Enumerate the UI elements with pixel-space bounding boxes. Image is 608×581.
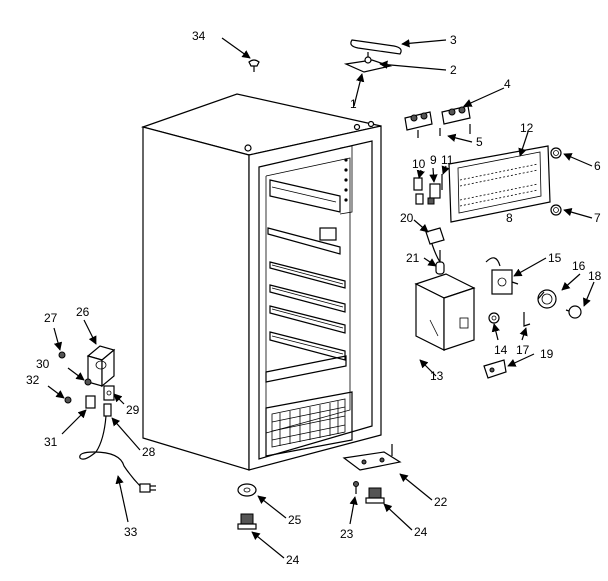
label-part-9: 9: [430, 153, 437, 167]
part-29: [103, 385, 115, 401]
bottom-hinge-22: [342, 444, 402, 471]
part-28: [103, 403, 112, 417]
label-part-13: 13: [430, 369, 444, 383]
label-part-4: 4: [504, 77, 511, 91]
power-cord-33: [79, 415, 156, 493]
label-part-3: 3: [450, 33, 457, 47]
thermostat-15: [485, 257, 519, 295]
label-part-19: 19: [540, 347, 554, 361]
leader-arrows: [47, 37, 595, 559]
knob-7: [550, 204, 562, 216]
label-part-23: 23: [340, 527, 354, 541]
label-part-14: 14: [494, 343, 508, 357]
panel-fins: [459, 163, 539, 207]
label-part-24-left: 24: [286, 553, 300, 567]
refrigerator-cabinet: [140, 93, 382, 471]
label-part-28: 28: [142, 445, 156, 459]
screw-34: [248, 59, 260, 72]
label-part-16: 16: [572, 259, 586, 273]
label-part-17: 17: [516, 343, 530, 357]
label-part-1: 1: [350, 97, 357, 111]
label-part-8: 8: [506, 211, 513, 225]
part-number-labels: 3 2 1 34 4 5 12 6 7 8 10 9 11 20 21 15 1…: [26, 29, 602, 567]
cabinet-shelves: [269, 261, 346, 361]
shelf-rail-holes: [344, 158, 348, 202]
knob-16: [537, 289, 557, 309]
label-part-27: 27: [44, 311, 58, 325]
label-part-30: 30: [36, 357, 50, 371]
grommet-14: [488, 312, 500, 324]
label-part-31: 31: [44, 435, 58, 449]
label-part-11: 11: [441, 153, 454, 167]
label-part-18: 18: [588, 269, 602, 283]
label-part-33: 33: [124, 525, 138, 539]
label-part-34: 34: [192, 29, 206, 43]
switch-parts-9-10-11: [413, 174, 443, 205]
screw-27: [58, 351, 66, 359]
top-hinge-cover-assembly: [343, 39, 402, 73]
bracket-19: [483, 359, 507, 379]
lamp-socket-20: [425, 227, 445, 263]
washer-25: [237, 483, 257, 497]
knob-6: [550, 147, 562, 159]
label-part-7: 7: [594, 211, 601, 225]
label-part-12: 12: [520, 121, 534, 135]
control-box-13: [414, 273, 476, 351]
label-part-22: 22: [434, 495, 448, 509]
label-part-21: 21: [406, 251, 420, 265]
label-part-15: 15: [548, 251, 562, 265]
label-part-6: 6: [594, 159, 601, 173]
part-30: [84, 378, 92, 386]
screw-23: [353, 481, 359, 494]
screw-32: [64, 396, 72, 404]
evaporator-panel: [448, 145, 551, 223]
label-part-10: 10: [412, 157, 426, 171]
label-part-26: 26: [76, 305, 90, 319]
label-part-25: 25: [288, 513, 302, 527]
label-part-32: 32: [26, 373, 40, 387]
label-part-2: 2: [450, 63, 457, 77]
part-31: [85, 395, 96, 409]
label-part-5: 5: [476, 135, 483, 149]
knob-18: [565, 305, 582, 319]
crisper-grid: [271, 398, 346, 448]
label-part-24-right: 24: [414, 525, 428, 539]
label-part-29: 29: [126, 403, 140, 417]
relay-box-26: [86, 345, 116, 388]
leveling-leg-24-right: [365, 487, 385, 504]
bulb-21: [435, 250, 445, 275]
label-part-20: 20: [400, 211, 414, 225]
clip-17: [523, 312, 531, 327]
upper-hinge-parts: [404, 105, 471, 138]
leveling-leg-24-left: [237, 513, 257, 530]
